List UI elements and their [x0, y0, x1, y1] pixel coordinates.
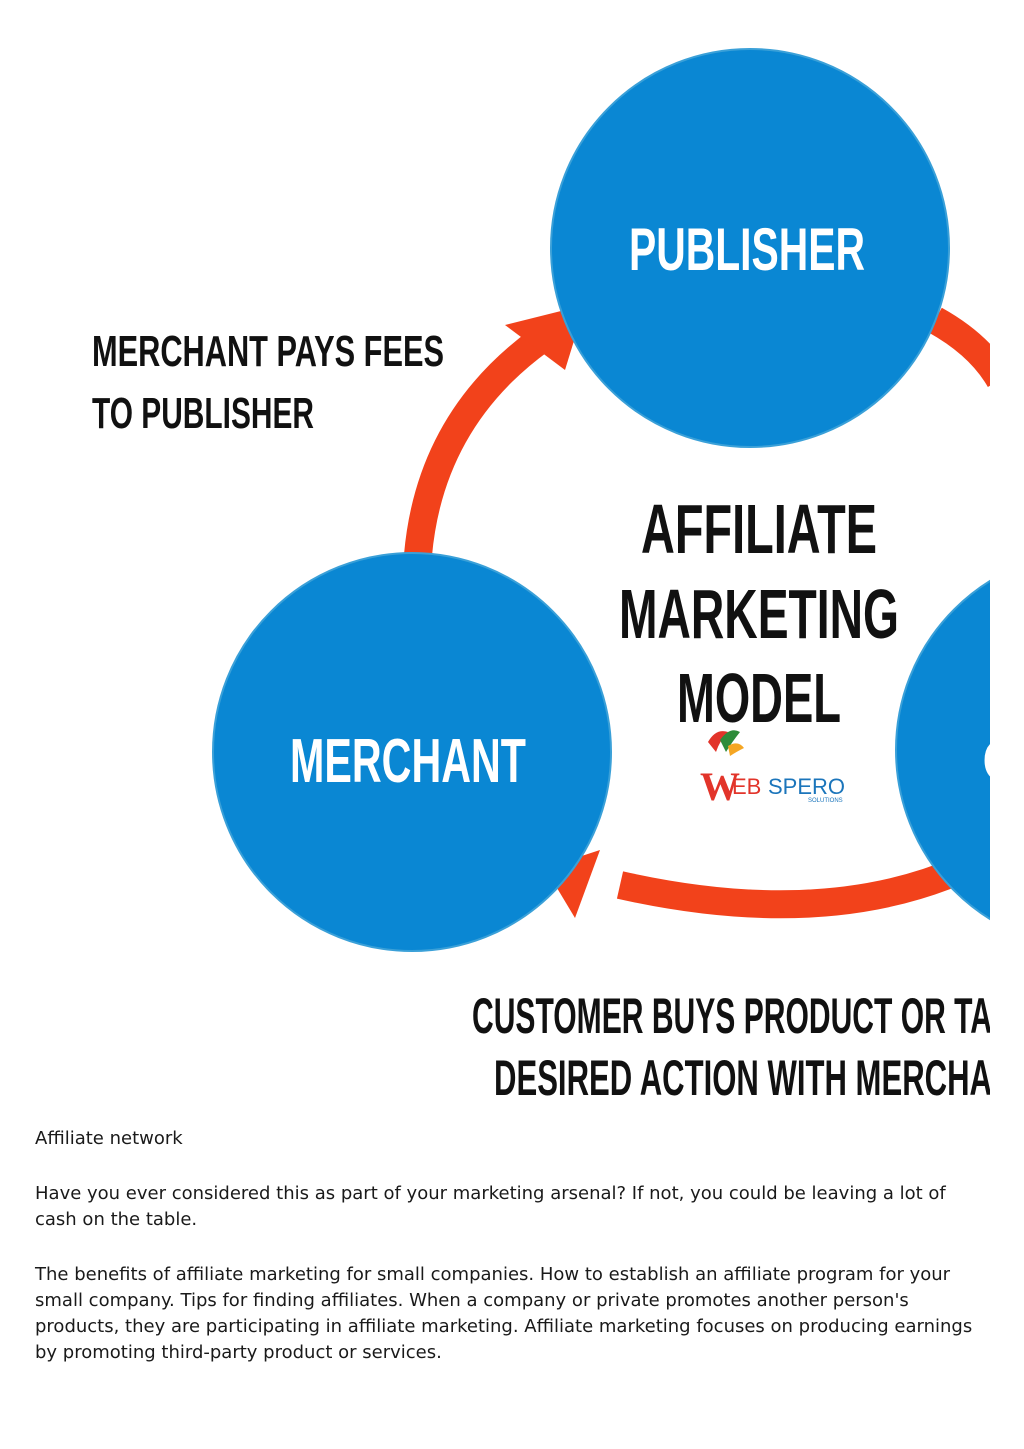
affiliate-model-diagram: PUBLISHER MERCHANT C MERCHANT PAYS FEES …: [92, 48, 1024, 1106]
customer-note-line2: DESIRED ACTION WITH MERCHA: [494, 1050, 992, 1106]
diagram-canvas: PUBLISHER MERCHANT C MERCHANT PAYS FEES …: [92, 48, 1024, 1106]
logo-spero: SPERO: [768, 774, 845, 799]
arrow-publisher-to-customer: [928, 307, 990, 388]
merchant-label: MERCHANT: [290, 727, 526, 796]
logo-subtitle: SOLUTIONS: [808, 798, 843, 804]
arrow-customer-to-merchant: [616, 857, 966, 919]
customer-note-line1: CUSTOMER BUYS PRODUCT OR TA: [472, 988, 992, 1044]
logo-eb: EB: [732, 774, 761, 799]
customer-label: C: [982, 727, 1024, 796]
model-title-line3: MODEL: [677, 659, 841, 737]
arrow-merchant-to-publisher: [404, 328, 549, 557]
fees-note-line1: MERCHANT PAYS FEES: [92, 327, 444, 376]
model-title-line1: AFFILIATE: [641, 490, 877, 568]
benefits-paragraph: The benefits of affiliate marketing for …: [35, 1264, 973, 1363]
publisher-circle: [550, 48, 950, 448]
intro-paragraph: Have you ever considered this as part of…: [35, 1183, 946, 1230]
image-caption: Affiliate network: [35, 1128, 183, 1149]
merchant-circle: [212, 552, 612, 952]
logo-w: W: [700, 764, 740, 809]
fees-note-line2: TO PUBLISHER: [92, 389, 314, 438]
webspero-logo: W EB SPERO SOLUTIONS: [700, 730, 845, 809]
customer-circle: [895, 579, 990, 921]
publisher-label: PUBLISHER: [629, 216, 865, 283]
model-title-line2: MARKETING: [619, 575, 899, 653]
